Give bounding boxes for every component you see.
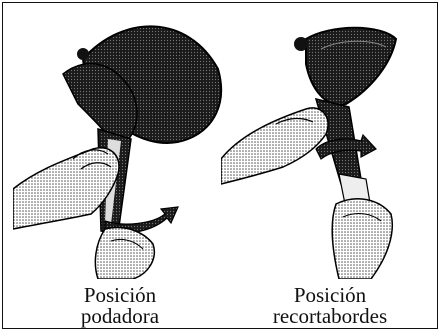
trimmer-head-icon [13,9,225,279]
caption-line: Posición [225,285,435,306]
caption-line: Posición [15,285,225,306]
figure-frame: Posición podadora Posición recortabordes [2,2,438,329]
trimmer-head-icon [221,9,433,279]
caption-pruning-position: Posición podadora [15,285,225,327]
illustration-edger-position [221,9,433,279]
caption-line: recortabordes [225,306,435,327]
caption-edger-position: Posición recortabordes [225,285,435,327]
caption-line: podadora [15,306,225,327]
illustration-pruning-position [13,9,225,279]
